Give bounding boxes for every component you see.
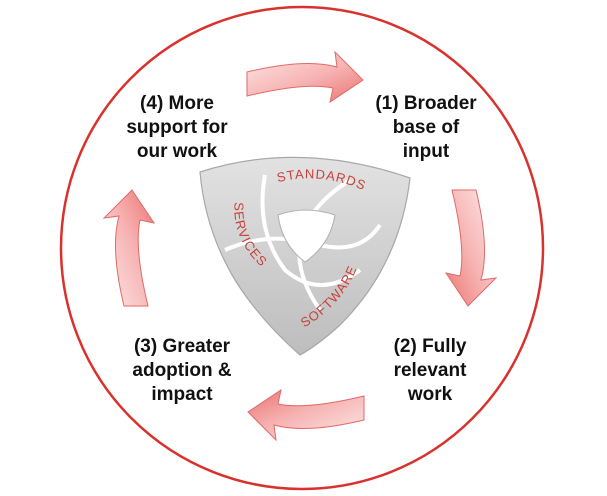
center-logo: STANDARDS SERVICES SOFTWARE: [199, 156, 411, 356]
logo-center-hole: [277, 209, 336, 263]
arrow-top: [246, 50, 364, 104]
arrow-left: [102, 189, 156, 307]
step-4-label: (4) More support for our work: [126, 93, 228, 162]
arrow-bottom: [247, 388, 365, 442]
step-2-label: (2) Fully relevant work: [393, 336, 467, 405]
outer-circle: [59, 5, 545, 491]
step-1-label: (1) Broader base of input: [375, 93, 477, 162]
arrow-right: [444, 189, 498, 307]
step-3-label: (3) Greater adoption & impact: [132, 336, 232, 405]
